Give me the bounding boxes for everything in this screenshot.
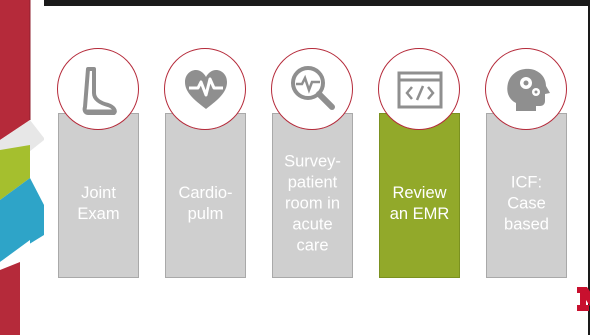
top-border (0, 0, 590, 6)
magnify-pulse-icon (291, 66, 335, 110)
card-cardio-pulm[interactable]: Cardio- pulm (165, 113, 246, 278)
card-label: ICF: Case based (504, 173, 549, 234)
card-label: Cardio- pulm (178, 184, 233, 223)
head-gears-icon (507, 68, 550, 111)
slide: Joint Exam Cardio- pulm Survey- patient … (44, 6, 590, 335)
card-icf-case-based[interactable]: ICF: Case based (486, 113, 567, 278)
card-review-emr[interactable]: Review an EMR (379, 113, 460, 278)
card-label: Survey- patient room in acute care (284, 152, 341, 255)
icon-circle (57, 48, 139, 130)
heart-pulse-icon (185, 70, 227, 109)
icon-circle (485, 48, 567, 130)
decorative-left-band (0, 0, 44, 335)
card-label: Joint Exam (77, 184, 120, 223)
foot-icon (82, 67, 117, 115)
right-border (588, 0, 590, 335)
card-survey-patient-room[interactable]: Survey- patient room in acute care (272, 113, 353, 278)
code-window-icon (397, 71, 443, 109)
icon-circle (271, 48, 353, 130)
icon-circle (378, 48, 460, 130)
icon-circle (164, 48, 246, 130)
card-joint-exam[interactable]: Joint Exam (58, 113, 139, 278)
card-label: Review an EMR (389, 184, 450, 223)
university-n-logo-icon (577, 287, 590, 311)
